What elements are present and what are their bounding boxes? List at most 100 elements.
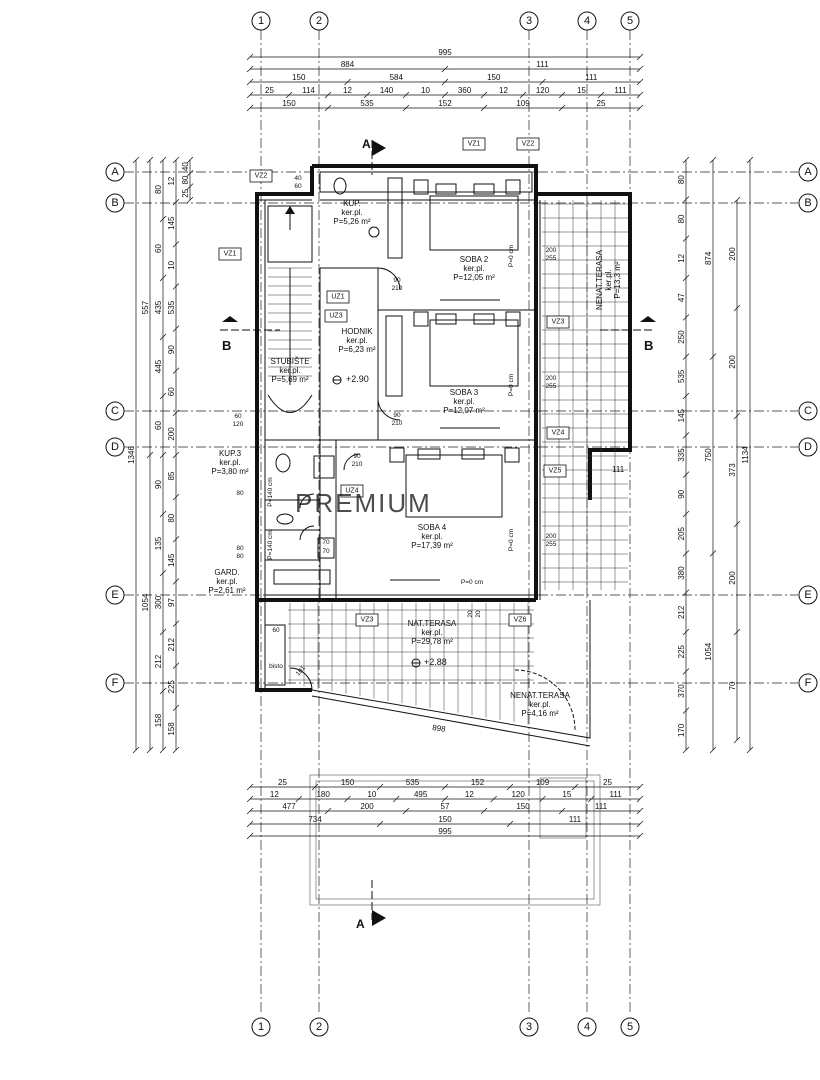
opening-text: 60 <box>234 413 242 420</box>
dim-value: 884 <box>341 60 355 69</box>
dim-value: 15 <box>577 86 586 95</box>
dim-value: 874 <box>704 251 713 265</box>
dim-value: 114 <box>302 86 315 95</box>
tag-vz6: VZ6 <box>508 613 532 627</box>
dim-tick <box>733 412 741 420</box>
axis-label: 4 <box>584 1021 590 1033</box>
dim-value: 995 <box>438 48 452 57</box>
dim-tick <box>159 156 167 164</box>
section-a-label-bottom: A <box>356 917 365 931</box>
dim-tick <box>363 91 371 99</box>
dim-value: 25 <box>265 86 274 95</box>
dim-value: 212 <box>167 637 176 651</box>
dim-value: 12 <box>270 790 279 799</box>
dim-value: 212 <box>154 654 163 668</box>
section-a-label-top: A <box>362 137 371 151</box>
sill-p0-d: P=0 cm <box>461 579 483 586</box>
axis-bubble-F-left: F <box>105 673 125 693</box>
opening-text: P=0 cm <box>461 579 483 586</box>
dim-tick <box>159 628 167 636</box>
room-name: STUBIŠTE <box>270 357 309 366</box>
axis-label: C <box>111 405 119 417</box>
dim-tick <box>246 795 254 803</box>
dim-tick <box>539 795 546 803</box>
sill-p0-c: P=0 cm <box>508 529 515 551</box>
dim-tick <box>159 569 167 577</box>
room-finish: ker.pl. <box>453 397 474 406</box>
dim-tick <box>324 807 332 815</box>
dim-tick <box>159 274 167 282</box>
dimensions-right: 8080124725053514533590205380212225370170… <box>677 156 754 754</box>
room-area: P=6,23 m² <box>338 345 375 354</box>
terrace-tiles <box>288 200 628 725</box>
tag-vz2: VZ2 <box>516 137 540 151</box>
furniture <box>273 177 576 731</box>
tag-vz3: VZ3 <box>355 613 379 627</box>
dim-value: 10 <box>421 86 430 95</box>
dim-tick <box>746 746 754 754</box>
room-name: KUP. <box>343 199 361 208</box>
axis-label: 3 <box>526 1021 532 1033</box>
counter-bisto: bisto <box>269 663 283 670</box>
dim-tick <box>682 235 690 242</box>
dim-tick <box>539 78 546 86</box>
dim-tick <box>172 704 180 712</box>
opening-text: P=0 cm <box>508 529 515 551</box>
axis-circle <box>105 193 125 213</box>
axis-circle <box>309 1017 329 1037</box>
dim-tick <box>159 746 167 754</box>
tag-text: VZ1 <box>468 141 481 148</box>
opening-text: 200 <box>546 247 557 254</box>
tag-text: UZ1 <box>331 294 344 301</box>
opening-text: 200 <box>546 533 557 540</box>
opening-text: 90 <box>393 277 401 284</box>
dim-tick <box>402 91 410 99</box>
axis-label: 3 <box>526 15 532 27</box>
axis-label: F <box>112 677 119 689</box>
tag-box <box>326 290 350 304</box>
room-finish: ker.pl. <box>463 264 484 273</box>
room-name: SOBA 4 <box>418 523 447 532</box>
room-kup: KUP.ker.pl.P=5,26 m² <box>333 199 370 226</box>
tag-text: VZ2 <box>522 141 535 148</box>
dim-tick <box>246 91 254 99</box>
dim-tick <box>186 156 194 164</box>
dim-value: 47 <box>677 293 686 302</box>
opening-text: 70 <box>322 539 330 546</box>
dim-value: 25 <box>597 99 606 108</box>
room-area: P=17,39 m² <box>411 541 453 550</box>
side-dimension: 111 <box>612 465 625 474</box>
window-80-a: 80 <box>236 490 244 497</box>
dim-tick <box>571 783 579 791</box>
axis-bubble-5-top: 5 <box>620 11 640 31</box>
dim-value: 535 <box>406 778 420 787</box>
dim-tick <box>682 196 690 203</box>
dim-value: 109 <box>536 778 550 787</box>
dim-value: 90 <box>677 489 686 498</box>
axis-circle <box>798 162 818 182</box>
room-area: P=4,16 m² <box>521 709 558 718</box>
walls <box>255 164 632 747</box>
room-area: P=3,80 m² <box>211 467 248 476</box>
staircase <box>267 205 313 413</box>
dim-tick <box>172 662 180 669</box>
dim-tick <box>376 820 384 828</box>
axis-label: F <box>805 677 812 689</box>
tag-text: UZ4 <box>345 488 358 495</box>
level-upper: +2.90 <box>332 374 369 385</box>
dim-value: 70 <box>728 681 737 690</box>
sill-p0-b: P=0 cm <box>508 374 515 396</box>
dim-tick <box>402 104 410 112</box>
dim-tick <box>682 314 690 321</box>
opening-text: 255 <box>546 255 557 262</box>
dim-value: 12 <box>499 86 508 95</box>
dim-value: 158 <box>154 713 163 727</box>
axis-bubble-3-top: 3 <box>519 11 539 31</box>
dim-value: 145 <box>167 553 176 567</box>
dim-20-a: 20 <box>467 610 474 618</box>
axis-circle <box>798 585 818 605</box>
axis-circle <box>309 11 329 31</box>
